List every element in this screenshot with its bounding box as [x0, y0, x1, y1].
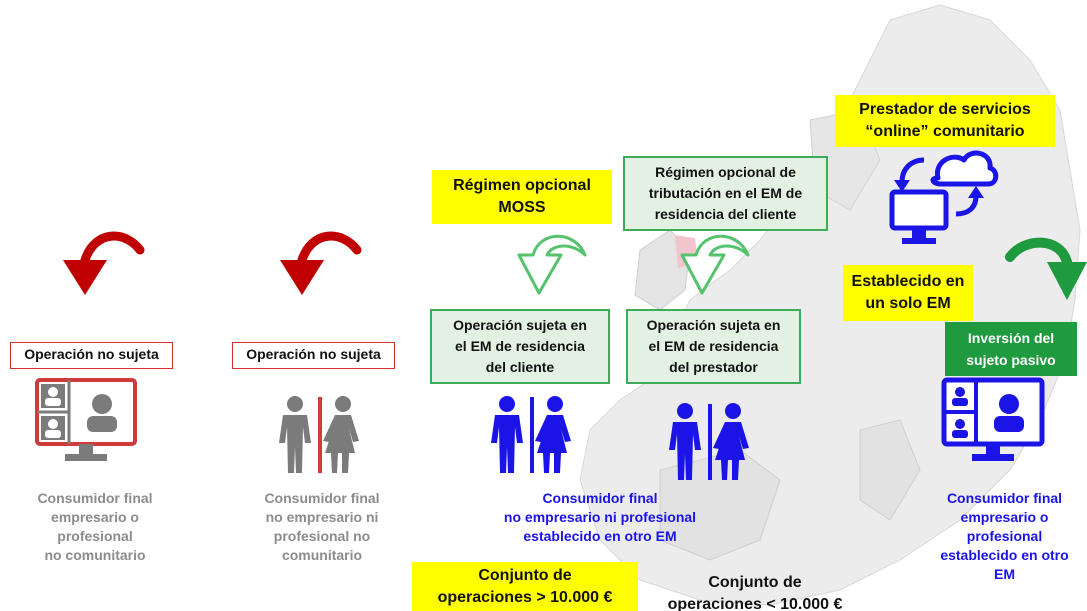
man-woman-icon-col2: [279, 396, 359, 473]
inversion-label: Inversión del sujeto pasivo: [966, 330, 1056, 368]
red-curved-arrow-col2: [280, 231, 362, 295]
red-curved-arrow-col1: [63, 231, 145, 295]
moss-tag: Régimen opcional MOSS: [432, 170, 612, 224]
video-call-monitor-icon-col1: [35, 378, 137, 461]
inversion-sujeto-pasivo-box: Inversión del sujeto pasivo: [945, 322, 1077, 376]
established-tag: Establecido en un solo EM: [843, 265, 973, 321]
man-woman-icon-col3: [491, 396, 571, 473]
caption-col2: Consumidor final no empresario ni profes…: [264, 490, 380, 563]
shared-caption: Consumidor final no empresario ni profes…: [503, 490, 697, 544]
no-sujeta-box-col1: Operación no sujeta: [10, 342, 173, 369]
man-woman-icon-col4: [669, 403, 749, 480]
provider-title-label: Prestador de servicios “online” comunita…: [859, 101, 1031, 140]
sujeta-cliente-label: Operación sujeta en el EM de residencia …: [453, 317, 587, 375]
regimen-opcional-label: Régimen opcional de tributación en el EM…: [648, 164, 803, 222]
established-label: Establecido en un solo EM: [851, 273, 965, 312]
caption-col1: Consumidor final empresario o profesiona…: [37, 490, 153, 563]
moss-tag-label: Régimen opcional MOSS: [453, 177, 591, 216]
video-call-monitor-icon-reverse: [941, 377, 1045, 461]
provider-title: Prestador de servicios “online” comunita…: [835, 95, 1055, 147]
sujeta-prestador-label: Operación sujeta en el EM de residencia …: [646, 317, 781, 375]
cloud-sync-monitor-icon: [889, 150, 999, 244]
green-solid-arrow: [1005, 237, 1087, 300]
green-outline-arrow-col3: [517, 234, 587, 295]
no-sujeta-label-col1: Operación no sujeta: [24, 346, 159, 362]
sujeta-cliente-box: Operación sujeta en el EM de residencia …: [430, 309, 610, 384]
sujeta-prestador-box: Operación sujeta en el EM de residencia …: [626, 309, 801, 384]
regimen-opcional-tag: Régimen opcional de tributación en el EM…: [623, 156, 828, 231]
threshold-below: Conjunto de operaciones < 10.000 €: [667, 574, 843, 611]
no-sujeta-label-col2: Operación no sujeta: [246, 346, 381, 362]
threshold-above: Conjunto de operaciones > 10.000 €: [412, 562, 638, 611]
caption-reverse: Consumidor final empresario o profesiona…: [940, 490, 1069, 582]
no-sujeta-box-col2: Operación no sujeta: [232, 342, 395, 369]
green-outline-arrow-col4: [680, 234, 750, 295]
threshold-above-label: Conjunto de operaciones > 10.000 €: [437, 566, 613, 606]
